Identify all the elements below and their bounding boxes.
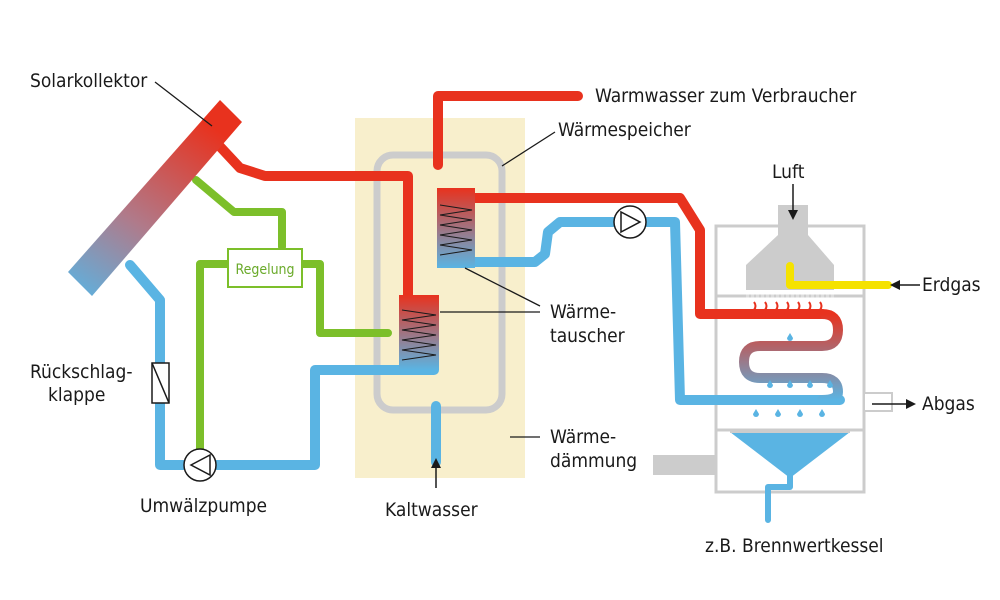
solarkollektor-panel — [68, 100, 242, 296]
luft-arrow — [788, 184, 798, 220]
waermedaemmung-label-2: dämmung — [550, 450, 637, 472]
leader-lines — [154, 81, 556, 438]
luft-label: Luft — [772, 161, 805, 183]
erdgas-arrow — [890, 280, 920, 290]
umwaelzpumpe-icon — [183, 448, 217, 482]
kaltwasser-arrow — [431, 458, 441, 488]
boiler-coil — [739, 309, 843, 405]
pump-icon — [613, 205, 647, 239]
erdgas-line — [786, 262, 892, 289]
waermetauscher-label-2: tauscher — [550, 325, 626, 347]
hot-pipes — [207, 91, 827, 319]
waermetauscher-lower — [399, 295, 439, 370]
rueckschlag-label-1: Rückschlag- — [30, 361, 133, 383]
rueckschlagklappe-icon — [151, 362, 170, 404]
control-lines — [192, 176, 392, 453]
waermetauscher-upper — [437, 188, 475, 268]
abgas-arrow — [872, 399, 916, 409]
rueckschlag-label-2: klappe — [48, 384, 105, 406]
waermetauscher-label-1: Wärme- — [550, 301, 616, 323]
solarkollektor-label: Solarkollektor — [30, 70, 148, 92]
waermespeicher-label: Wärmespeicher — [558, 119, 692, 141]
cold-pipes — [125, 217, 845, 523]
waermedaemmung-label-1: Wärme- — [550, 426, 616, 448]
erdgas-label: Erdgas — [922, 274, 981, 296]
regelung-label: Regelung — [235, 262, 294, 278]
kaltwasser-label: Kaltwasser — [385, 499, 479, 521]
brennwertkessel — [653, 205, 893, 494]
flames-icon — [751, 301, 823, 319]
condensate-drops-icon — [753, 333, 833, 417]
regelung-box — [227, 248, 303, 288]
umwaelzpumpe-label: Umwälzpumpe — [140, 495, 267, 517]
abgas-label: Abgas — [922, 393, 975, 415]
warmwasser-label: Warmwasser zum Verbraucher — [595, 85, 857, 107]
brennwertkessel-label: z.B. Brennwertkessel — [705, 535, 884, 557]
